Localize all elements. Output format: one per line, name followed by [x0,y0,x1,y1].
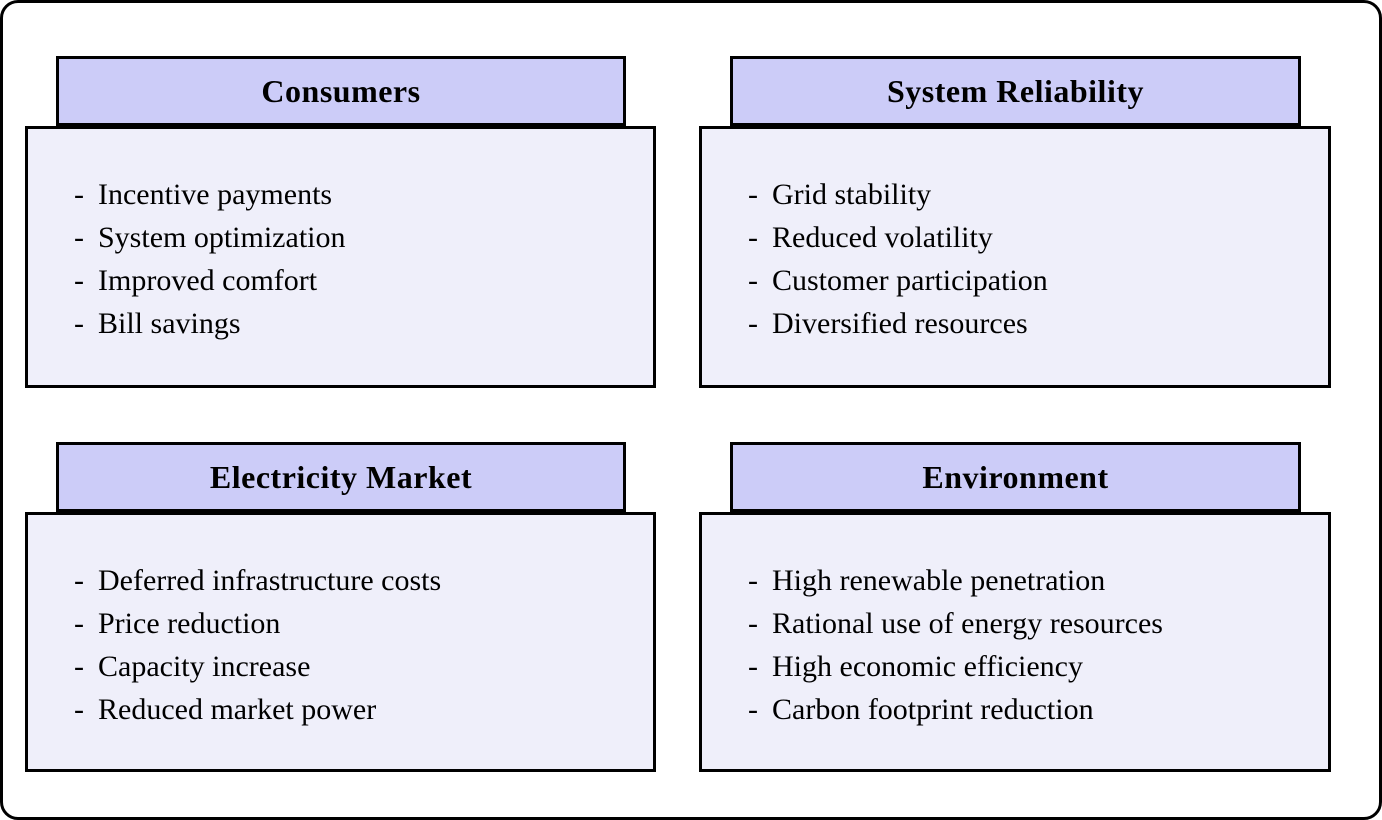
panel-body-environment: -High renewable penetration -Rational us… [699,512,1331,772]
panel-title: Electricity Market [209,458,473,495]
list-item-text: Customer participation [772,264,1048,297]
dash-bullet: - [748,693,758,726]
list-item-text: Incentive payments [98,178,333,211]
list-item-text: Price reduction [98,607,281,640]
dash-bullet: - [748,221,758,254]
dash-bullet: - [74,264,84,297]
dash-bullet: - [74,178,84,211]
list-item: -Reduced market power [74,688,643,731]
list-item-text: Deferred infrastructure costs [98,564,442,597]
list-item: -High renewable penetration [748,559,1318,602]
list-item-text: Reduced volatility [772,221,993,254]
list-item-text: High economic efficiency [772,650,1083,683]
list-item-text: Grid stability [772,178,932,211]
panel-title: Environment [922,458,1109,495]
list-item: -Incentive payments [74,173,643,216]
panel-title: System Reliability [887,72,1144,109]
dash-bullet: - [748,178,758,211]
dash-bullet: - [74,650,84,683]
list-item-text: Rational use of energy resources [772,607,1163,640]
list-item-text: Capacity increase [98,650,311,683]
list-item: -Capacity increase [74,645,643,688]
list-item: -Reduced volatility [748,216,1318,259]
list-item: -System optimization [74,216,643,259]
list-item-text: Improved comfort [98,264,318,297]
list-item: -Price reduction [74,602,643,645]
list-item: -Improved comfort [74,259,643,302]
panel-body-consumers: -Incentive payments -System optimization… [25,126,656,388]
list-item-text: High renewable penetration [772,564,1106,597]
panel-title: Consumers [261,72,421,109]
dash-bullet: - [74,307,84,340]
dash-bullet: - [748,607,758,640]
panel-header-electricity-market: Electricity Market [56,442,626,512]
list-item: -High economic efficiency [748,645,1318,688]
dash-bullet: - [748,650,758,683]
dash-bullet: - [748,564,758,597]
list-item: -Customer participation [748,259,1318,302]
panel-body-system-reliability: -Grid stability -Reduced volatility -Cus… [699,126,1331,388]
panel-header-consumers: Consumers [56,56,626,126]
list-item: -Rational use of energy resources [748,602,1318,645]
dash-bullet: - [748,307,758,340]
panel-header-system-reliability: System Reliability [730,56,1301,126]
panel-header-environment: Environment [730,442,1301,512]
dash-bullet: - [74,607,84,640]
panel-body-electricity-market: -Deferred infrastructure costs -Price re… [25,512,656,772]
list-item-text: System optimization [98,221,346,254]
dash-bullet: - [748,264,758,297]
list-item: -Grid stability [748,173,1318,216]
list-item: -Carbon footprint reduction [748,688,1318,731]
list-item: -Deferred infrastructure costs [74,559,643,602]
list-item: -Diversified resources [748,302,1318,345]
list-item-text: Diversified resources [772,307,1028,340]
dash-bullet: - [74,221,84,254]
dash-bullet: - [74,564,84,597]
list-item-text: Carbon footprint reduction [772,693,1094,726]
list-item-text: Reduced market power [98,693,377,726]
list-item-text: Bill savings [98,307,241,340]
dash-bullet: - [74,693,84,726]
list-item: -Bill savings [74,302,643,345]
